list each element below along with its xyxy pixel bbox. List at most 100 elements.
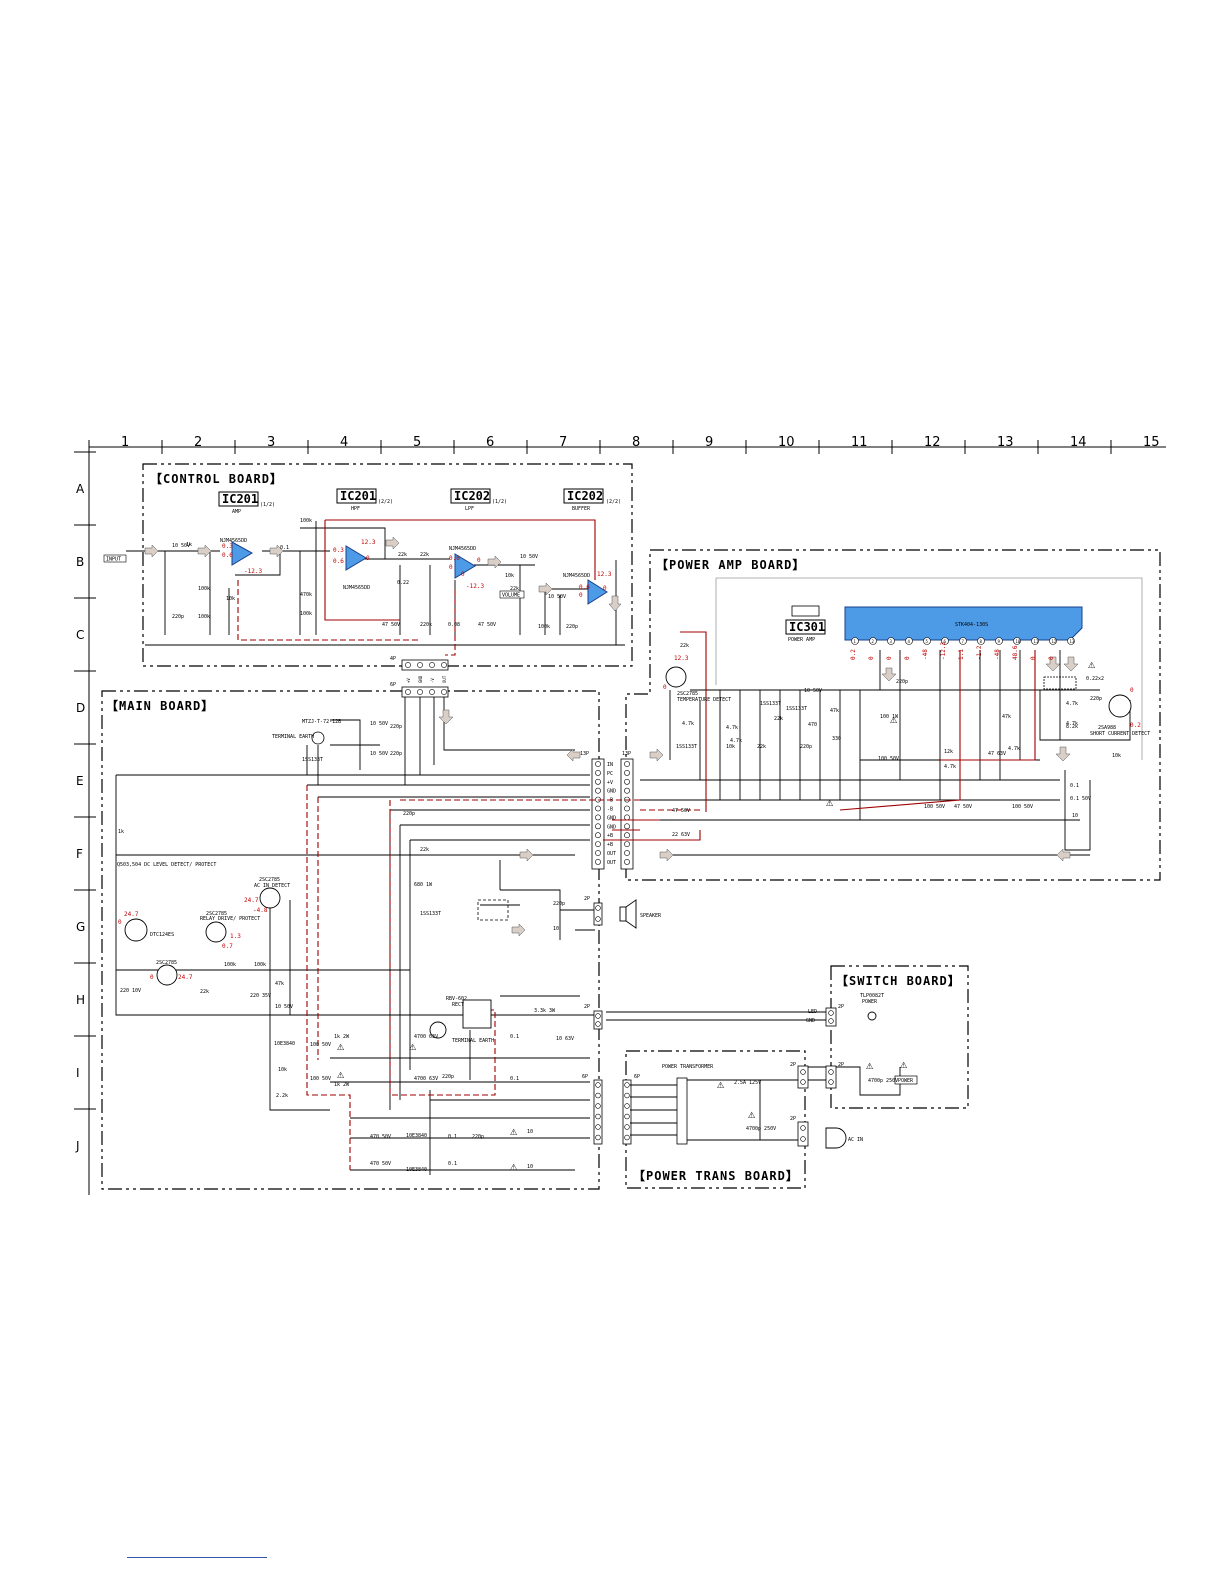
ic301-pin-number: 4	[908, 639, 911, 644]
connector-13p-pin	[595, 841, 601, 847]
svg-text:⚠: ⚠	[510, 1159, 518, 1173]
grid-row-H: H	[76, 993, 85, 1007]
grid-column-10: 10	[778, 435, 795, 450]
voltage-ic202b: 0	[603, 585, 607, 592]
component-value-main: 100 50V	[310, 1042, 331, 1048]
grid-column-14: 14	[1070, 435, 1087, 450]
svg-text:LED: LED	[808, 1009, 817, 1015]
ic301-pin	[1067, 637, 1075, 645]
grid-row-C: C	[76, 628, 84, 642]
component-value-main: 0.1	[448, 1134, 457, 1140]
ic301-label: IC301 POWER AMP	[785, 605, 826, 643]
svg-text:(1/2): (1/2)	[492, 499, 507, 505]
grid-row-B: B	[76, 555, 84, 569]
ic202-lpf-label: IC202 (1/2) LPF	[450, 488, 507, 512]
svg-text:4P: 4P	[390, 656, 396, 662]
power-trans-board-outline	[625, 1050, 806, 1189]
component-value-main: 220p	[442, 1074, 454, 1080]
component-value-control: 47 50V	[382, 622, 400, 628]
component-value-power_amp: 22 63V	[672, 832, 690, 838]
connector-13p-pin	[595, 761, 601, 767]
connector-4p-pin	[429, 689, 435, 695]
control-board-outline	[142, 463, 633, 667]
component-value-control: 1k	[186, 542, 192, 548]
svg-text:2SC2785: 2SC2785	[677, 691, 698, 697]
component-value-main: 4700 63V	[414, 1076, 438, 1082]
svg-text:POWER TRANSFORMER: POWER TRANSFORMER	[662, 1064, 714, 1070]
svg-text:⚠: ⚠	[890, 712, 898, 726]
speaker-icon	[619, 899, 637, 929]
voltage-ic202a: -12.3	[466, 583, 484, 590]
svg-text:2P: 2P	[584, 896, 590, 902]
power-switch[interactable]	[894, 1075, 918, 1085]
grid-column-11: 11	[851, 435, 868, 450]
component-value-control: 22k	[420, 552, 429, 558]
ic301-pin	[869, 637, 877, 645]
connector-13p-label: OUT	[607, 860, 616, 866]
transistor-relay-drive	[205, 921, 227, 943]
voltage-ic202a: 0	[477, 557, 481, 564]
svg-text:(2/2): (2/2)	[378, 499, 393, 505]
component-value-main: 1k 2W	[334, 1082, 350, 1088]
component-value-main: 10	[527, 1129, 533, 1135]
grid-column-4: 4	[340, 435, 348, 450]
grid-column-8: 8	[632, 435, 640, 450]
ic301-pin-number: 1	[854, 639, 857, 644]
connector-13p-label: OUT	[607, 851, 616, 857]
component-value-control: 10k	[505, 573, 514, 579]
voltage-ic202a: 0	[461, 571, 465, 578]
voltage-ic301-pin: -48	[994, 649, 1001, 660]
grid-column-1: 1	[121, 435, 129, 450]
power-trans-circuit: POWER TRANSFORMER 2P 2P 2P 2P AC IN LED …	[606, 993, 918, 1149]
voltage-ic301-pin: -1.2	[976, 645, 983, 660]
component-value-power_amp: 100 1W	[880, 714, 899, 720]
svg-text:4700p 250V: 4700p 250V	[868, 1078, 898, 1084]
ic301-pin-number: 3	[890, 639, 893, 644]
component-value-power_amp: 47 63V	[988, 751, 1006, 757]
ic201-amp-label: IC201 (1/2) AMP	[218, 491, 275, 515]
component-value-main: 1k	[118, 829, 124, 835]
control-board-title: 【CONTROL BOARD】	[150, 471, 283, 486]
component-value-power_amp: 4.7k	[1008, 746, 1020, 752]
component-value-control: 0.1	[280, 545, 289, 551]
ic301-pin	[959, 637, 967, 645]
connector-13p-pin	[595, 787, 601, 794]
connector-13p-label: GND	[607, 815, 616, 821]
svg-text:2P: 2P	[838, 1062, 844, 1068]
svg-text:NJM4565DD: NJM4565DD	[220, 538, 247, 544]
component-value-main: 220 10V	[120, 988, 141, 994]
ic301-pin-number: 10	[1016, 639, 1021, 644]
component-value-main: 47k	[275, 981, 284, 987]
component-value-control: 22k	[510, 586, 519, 592]
svg-text:2SC2785: 2SC2785	[206, 911, 227, 917]
voltage-ic202b: 12.3	[597, 571, 612, 578]
svg-text:AMP: AMP	[232, 509, 241, 515]
volume-control[interactable]	[499, 590, 525, 599]
svg-text:6P: 6P	[634, 1074, 640, 1080]
voltage-ic201b: 12.3	[361, 539, 376, 546]
input-label-box	[103, 554, 127, 563]
diode-label: 1SS133T	[302, 757, 323, 763]
component-value-control: 220p	[566, 624, 578, 630]
voltage-q_relay: 0.7	[222, 943, 233, 950]
diode-label: 1SS133T	[676, 744, 697, 750]
svg-text:(1/2): (1/2)	[260, 502, 275, 508]
connector-6p-pin	[624, 1113, 630, 1120]
ic301-pin-number: 5	[926, 639, 929, 644]
connector-4p-pin	[405, 662, 411, 668]
voltage-ic202a: 0.6	[449, 555, 460, 562]
component-value-main: 470 50V	[370, 1134, 391, 1140]
component-value-power_amp: 12k	[944, 749, 953, 755]
diode-label: 1SS133T	[760, 701, 781, 707]
component-value-power_amp: 10 50V	[804, 688, 822, 694]
svg-text:Q503,504 DC LEVEL DETECT/ PROT: Q503,504 DC LEVEL DETECT/ PROTECT	[117, 862, 216, 868]
component-value-power_amp: 4.7k	[1066, 701, 1078, 707]
component-value-power_amp: 220p	[800, 744, 812, 750]
component-value-power_amp: 4.7k	[726, 725, 738, 731]
svg-text:⚠: ⚠	[717, 1077, 725, 1091]
grid-column-12: 12	[924, 435, 941, 450]
switch-board-title: 【SWITCH BOARD】	[836, 973, 961, 988]
